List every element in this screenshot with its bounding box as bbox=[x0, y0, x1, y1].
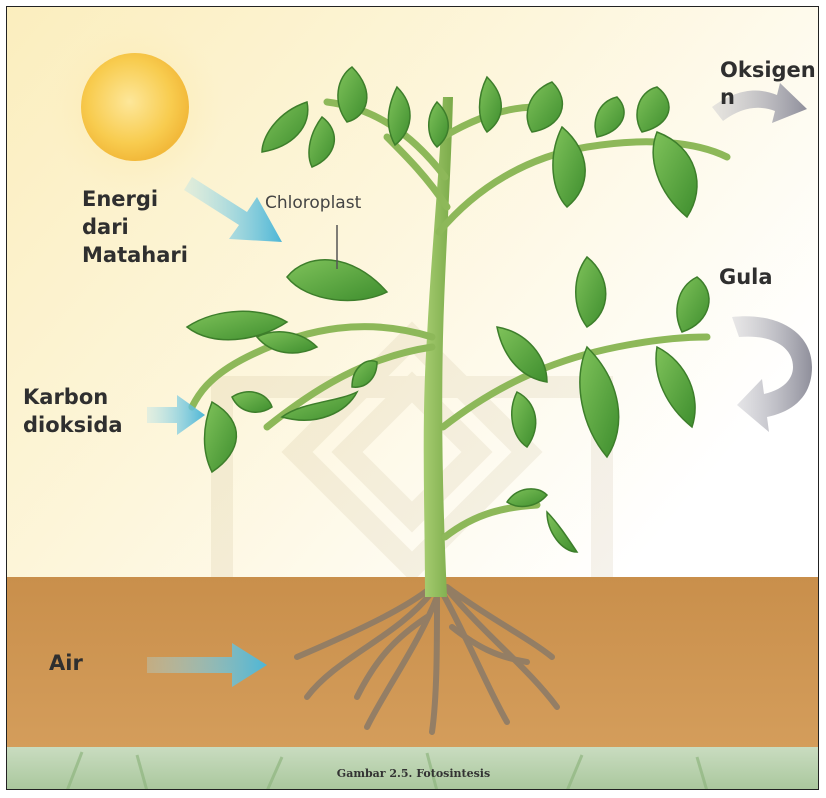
carbon-label: Karbon dioksida bbox=[23, 383, 123, 439]
photosynthesis-illustration bbox=[7, 7, 819, 790]
energy-label: Energi dari Matahari bbox=[82, 185, 188, 269]
diagram-frame: Energi dari Matahari Chloroplast Oksigen… bbox=[6, 6, 819, 790]
chloroplast-label: Chloroplast bbox=[265, 189, 361, 217]
figure-caption: Gambar 2.5. Fotosintesis bbox=[7, 767, 819, 780]
sun-icon bbox=[81, 53, 189, 161]
sugar-label: Gula bbox=[719, 263, 773, 291]
oxygen-label: Oksigen n bbox=[720, 57, 816, 111]
water-label: Air bbox=[49, 649, 83, 677]
